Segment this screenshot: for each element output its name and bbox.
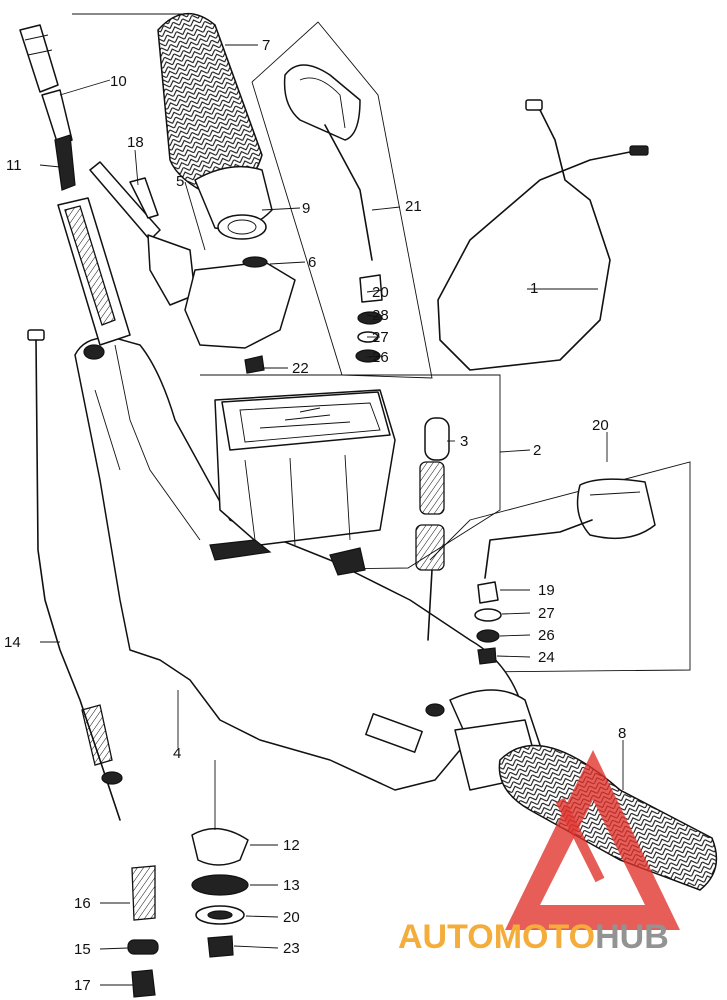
callout-17: 17: [74, 977, 91, 994]
callout-20-top: 20: [372, 284, 389, 301]
callout-21: 21: [405, 198, 422, 215]
callout-labels: 7 10 11 18 5 9 21 6 20 1 28 27 26 22 20 …: [4, 37, 626, 994]
mirror-right: [484, 478, 656, 579]
washer-stack-right: [474, 581, 502, 665]
callout-26-top: 26: [372, 349, 389, 366]
callout-3: 3: [460, 433, 468, 450]
callout-28: 28: [372, 307, 389, 324]
svg-text:AUTOMOTOHUB: AUTOMOTOHUB: [398, 918, 669, 956]
callout-2: 2: [533, 442, 541, 459]
callout-10: 10: [110, 73, 127, 90]
watermark-triangle-icon: [505, 750, 680, 930]
throttle-grip: [157, 12, 273, 240]
callout-5: 5: [176, 173, 184, 190]
handlebar-tube: [57, 197, 131, 346]
callout-4: 4: [173, 745, 181, 762]
automotohub-watermark: AUTOMOTOHUB: [398, 750, 680, 956]
watermark-hub: HUB: [595, 918, 669, 956]
callout-25: 24: [538, 649, 555, 666]
callout-19: 19: [538, 582, 555, 599]
mount-rubbers: [191, 827, 249, 958]
spring-adjuster: [127, 865, 159, 998]
callout-13: 13: [283, 877, 300, 894]
callout-27-right: 27: [538, 605, 555, 622]
watermark-auto: AUTO: [398, 918, 494, 956]
leader-lines: [39, 44, 624, 986]
mirror-left: [283, 64, 383, 303]
callout-12: 12: [283, 837, 300, 854]
callout-8: 8: [618, 725, 626, 742]
callout-7: 7: [262, 37, 270, 54]
callout-27-top: 27: [372, 329, 389, 346]
callout-14: 14: [4, 634, 21, 651]
speedometer: [209, 389, 396, 576]
watermark-moto: MOTO: [494, 918, 595, 956]
indicator-lamp: [415, 417, 450, 641]
callout-24: 23: [283, 940, 300, 957]
callout-15: 15: [74, 941, 91, 958]
lever-bracket: [89, 161, 296, 374]
cable-14: [27, 329, 123, 821]
callout-1: 1: [530, 280, 538, 297]
cable-1: [437, 99, 649, 371]
watermark-inner-stroke: [555, 797, 605, 883]
callout-11: 11: [6, 157, 22, 174]
callout-20-bottom: 20: [283, 909, 300, 926]
callout-22: 20: [592, 417, 609, 434]
callout-16: 16: [74, 895, 91, 912]
callout-6: 6: [308, 254, 316, 271]
callout-9: 9: [302, 200, 310, 217]
callout-18: 18: [127, 134, 144, 151]
callout-23: 22: [292, 360, 309, 377]
lever-cable-10-11: [19, 24, 76, 191]
callout-26-right: 26: [538, 627, 555, 644]
